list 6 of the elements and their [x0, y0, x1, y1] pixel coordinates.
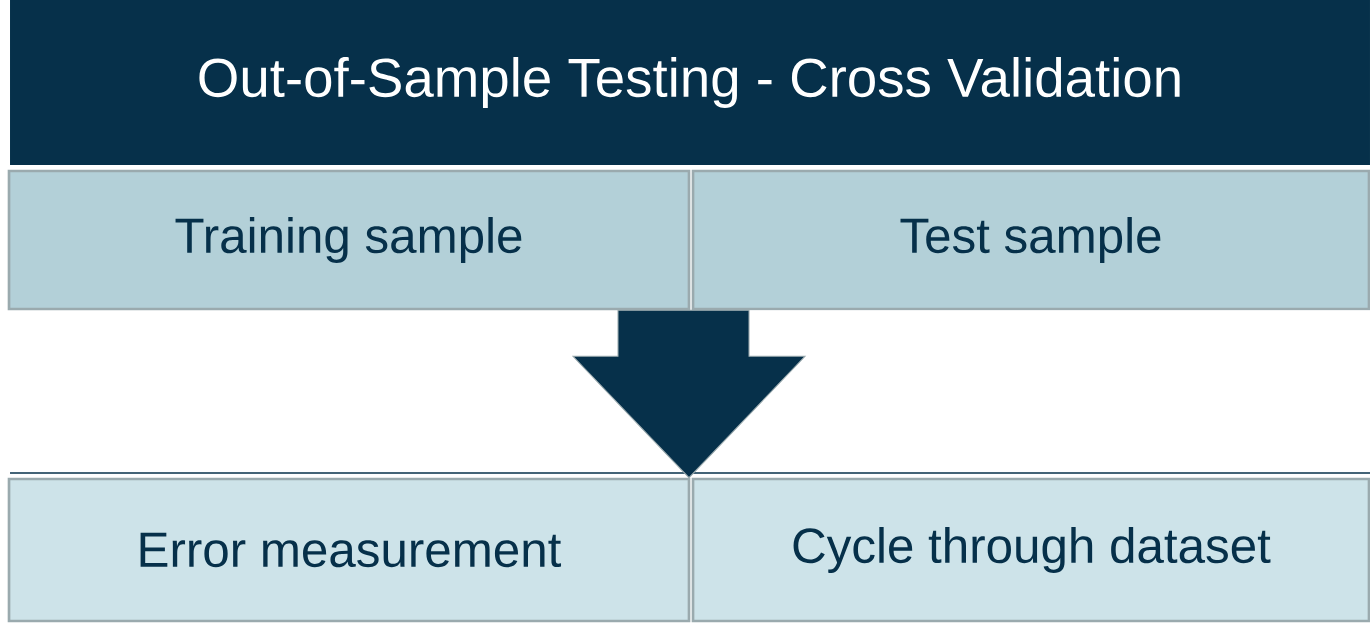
label-box: Cycle through dataset	[691, 477, 1370, 623]
block-arrow	[571, 309, 807, 479]
label-box: Training sample	[7, 169, 691, 311]
label-box: Test sample	[691, 169, 1370, 311]
title-banner: Out-of-Sample Testing - Cross Validation	[10, 0, 1370, 165]
label-box: Error measurement	[7, 477, 691, 623]
